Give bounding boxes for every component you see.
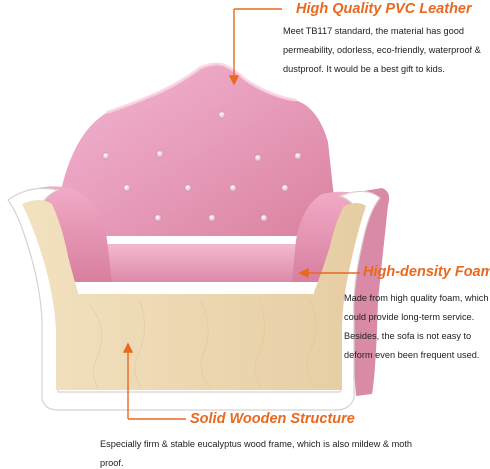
sofa-seat-cushion [72, 244, 320, 282]
tufting-buttons [102, 111, 302, 222]
feature-text-leather: Meet TB117 standard, the material has go… [283, 26, 481, 74]
sofa-crown-backrest [62, 64, 334, 236]
feature-text-wood: Especially firm & stable eucalyptus wood… [100, 439, 412, 468]
feature-text-foam: Made from high quality foam, which could… [344, 293, 489, 360]
wooden-frame-cross-section [22, 200, 366, 390]
feature-title-foam: High-density Foam [363, 264, 490, 280]
feature-title-leather: High Quality PVC Leather [296, 1, 472, 17]
feature-title-wood: Solid Wooden Structure [190, 411, 355, 427]
callout-leaders [122, 8, 360, 420]
